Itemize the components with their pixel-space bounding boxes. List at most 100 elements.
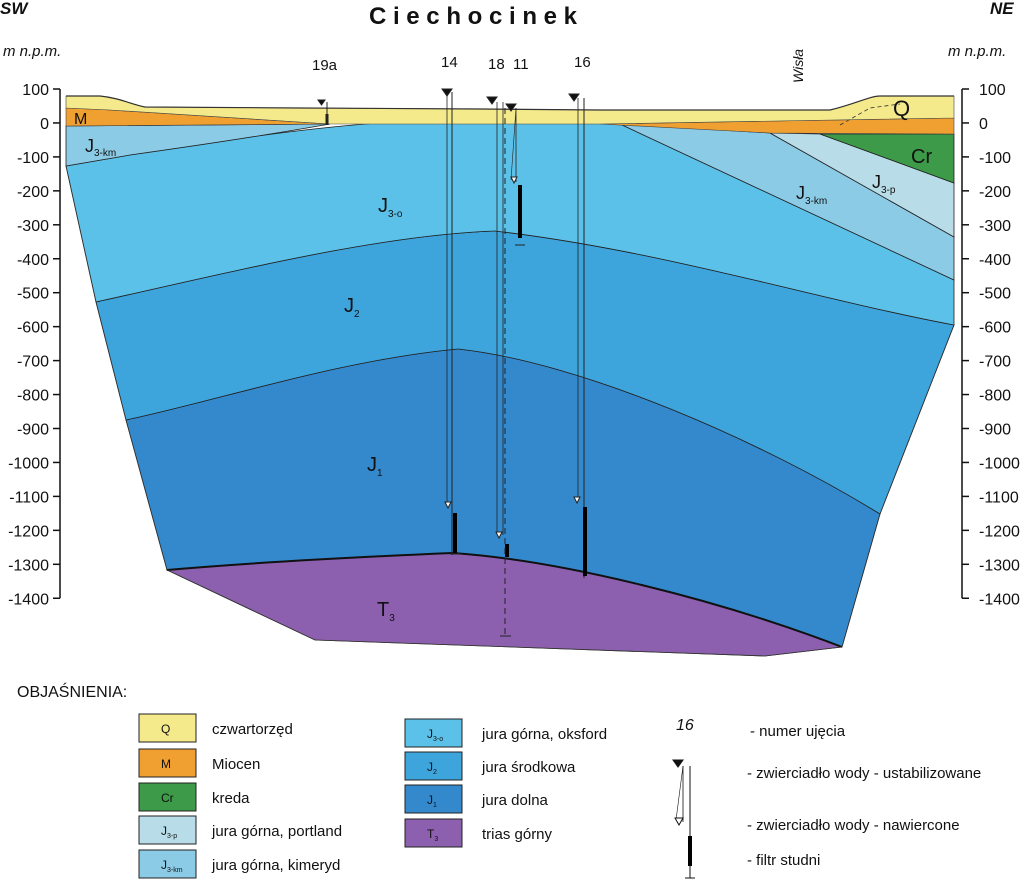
label-j2: J2: [344, 295, 360, 320]
section-title: C i e c h o c i n e k: [369, 3, 578, 30]
geology: [65, 95, 955, 657]
axis-tick-label: -400: [17, 252, 49, 269]
axis-tick-label: -1400: [8, 591, 49, 608]
legend-label: kreda: [212, 790, 250, 807]
well-label-19a: 19a: [312, 57, 338, 74]
legend-swatch: [404, 818, 463, 848]
axis-tick-label: -600: [979, 320, 1011, 337]
t3-top-line: [166, 551, 843, 648]
left-unit-label: m n.p.m.: [3, 43, 61, 60]
symbol-text-well-number: - numer ujęcia: [750, 723, 846, 740]
legend-label: jura górna, oksford: [481, 726, 607, 743]
label-m: M: [74, 111, 87, 128]
legend-label: jura górna, portland: [211, 823, 342, 840]
axis-tick-label: -900: [979, 422, 1011, 439]
well-label-18: 18: [488, 56, 505, 73]
well-16: [568, 93, 587, 578]
axis-tick-label: -500: [979, 286, 1011, 303]
wells: [317, 88, 587, 637]
axis-tick-label: -300: [979, 218, 1011, 235]
legend-swatch: [138, 748, 197, 778]
axis-tick-label: -100: [979, 150, 1011, 167]
well-label-11: 11: [513, 56, 529, 73]
legend-swatch-symbol: T3: [427, 827, 438, 843]
legend-item: J3-o jura górna, oksford: [404, 718, 607, 748]
axis-tick-label: -1100: [979, 489, 1019, 506]
axis-tick-label: 0: [979, 116, 988, 133]
axis-tick-label: -800: [17, 388, 49, 405]
label-j3km-east: J3-km: [796, 183, 827, 207]
legend-swatch-symbol: J1: [427, 793, 437, 809]
axis-tick-label: -200: [17, 184, 49, 201]
legend-swatch: [138, 849, 197, 879]
axis-tick-label: -1000: [979, 455, 1020, 472]
legend-item: Cr kreda: [138, 782, 250, 812]
topography-line: [66, 95, 954, 111]
well-labels: 19a 14 18 11 16: [312, 54, 591, 74]
legend-swatch: [138, 782, 197, 812]
label-j3km-west: J3-km: [85, 136, 116, 159]
legend-heading: OBJAŚNIENIA:: [17, 682, 127, 701]
axis-tick-label: -800: [979, 388, 1011, 405]
axis-tick-label: -1300: [8, 557, 49, 574]
legend-label: jura dolna: [481, 792, 549, 809]
legend-swatch-symbol: M: [161, 757, 171, 771]
axis-tick-label: 100: [979, 82, 1006, 99]
legend-swatch-symbol: Cr: [161, 791, 174, 805]
axis-tick-label: -700: [17, 354, 49, 371]
well-label-16: 16: [574, 54, 591, 71]
left-depth-axis: 100 0 -100 -200 -300 -400 -500 -600 -700 -800 -900…: [8, 82, 61, 608]
axis-tick-label: -1300: [979, 557, 1020, 574]
well-symbol-icon: [672, 759, 695, 879]
axis-tick-label: -400: [979, 252, 1011, 269]
axis-tick-label: 0: [40, 116, 49, 133]
legend-swatch: [404, 784, 463, 814]
axis-tick-label: -500: [17, 286, 49, 303]
well-label-14: 14: [441, 54, 458, 71]
legend-item: J1 jura dolna: [404, 784, 549, 814]
label-q: Q: [893, 96, 910, 121]
label-cr: Cr: [911, 146, 932, 168]
legend-swatch-symbol: J3-o: [427, 727, 443, 743]
layer-j3o: [65, 118, 955, 326]
layer-cr: [819, 133, 955, 184]
legend-swatch: [138, 713, 197, 743]
axis-tick-label: -1200: [979, 523, 1020, 540]
axis-tick-label: -900: [17, 422, 49, 439]
right-unit-label: m n.p.m.: [948, 43, 1006, 60]
direction-sw: SW: [0, 0, 29, 18]
axis-tick-label: -1100: [9, 489, 49, 506]
axis-tick-label: -1400: [979, 591, 1020, 608]
label-j3o: J3-o: [378, 195, 403, 220]
symbol-text-filter: - filtr studni: [747, 852, 820, 869]
axis-tick-label: -300: [17, 218, 49, 235]
label-t3: T3: [377, 599, 395, 624]
legend-swatch-symbol: Q: [161, 722, 170, 736]
layer-j3km-west: [65, 123, 331, 167]
legend-label: czwartorzęd: [212, 721, 293, 738]
legend-swatch: [404, 718, 463, 748]
well-14: [441, 88, 461, 555]
axis-tick-label: -100: [17, 150, 49, 167]
axis-tick-label: 100: [22, 82, 49, 99]
legend-swatch-symbol: J2: [427, 760, 437, 776]
well-18: [486, 96, 509, 557]
symbol-text-drilled-level: - zwierciadło wody - nawiercone: [747, 817, 960, 834]
axis-tick-label: -600: [17, 320, 49, 337]
label-j3p: J3-p: [872, 172, 896, 196]
symbol-legend: 16 - numer ujęcia - zwierciadło wody - u…: [672, 717, 981, 879]
legend-label: jura górna, kimeryd: [211, 857, 340, 874]
legend-swatch: [138, 815, 197, 845]
river-label: Wisła: [790, 49, 806, 83]
direction-ne: NE: [990, 0, 1014, 18]
well-19a: [317, 99, 329, 125]
right-depth-axis: 1000-100-200-300-400-500-600-700-800-900…: [961, 82, 1020, 608]
axis-tick-label: -1200: [8, 523, 49, 540]
